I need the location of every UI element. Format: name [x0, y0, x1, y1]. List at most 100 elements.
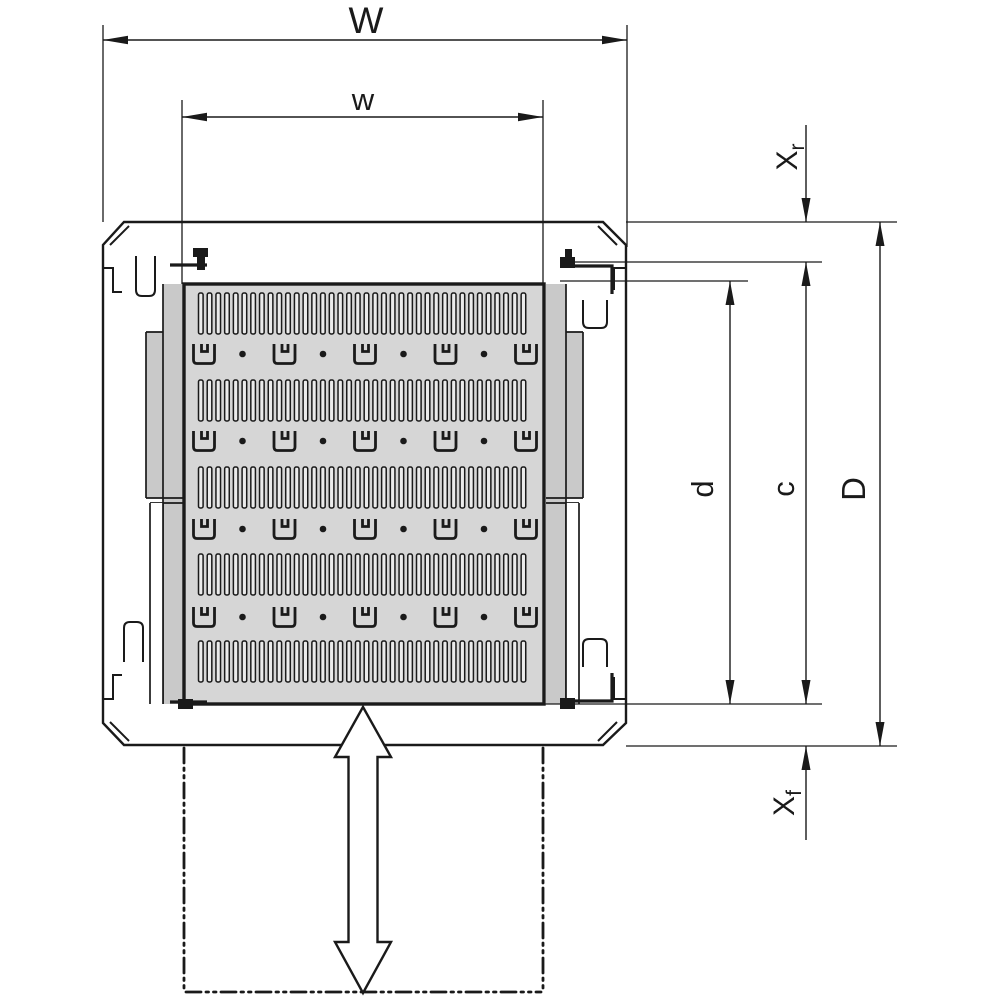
- corner-chamfer-line: [597, 225, 618, 246]
- ventilation-slot: [223, 466, 231, 509]
- ventilation-slot: [485, 640, 492, 683]
- mounting-hole: [319, 350, 327, 358]
- ventilation-slot: [267, 466, 274, 509]
- ventilation-slot: [337, 466, 344, 509]
- ventilation-slot: [337, 292, 344, 335]
- ventilation-slot: [328, 553, 335, 596]
- ventilation-slot: [197, 292, 204, 335]
- ventilation-slot: [302, 379, 309, 422]
- mounting-clip-cutout: [272, 607, 297, 628]
- corner-chamfer-line: [109, 721, 130, 742]
- mounting-hole: [319, 525, 327, 533]
- mounting-clip-cutout: [514, 519, 538, 540]
- ventilation-slot: [328, 292, 335, 335]
- ventilation-slot: [511, 553, 518, 596]
- mounting-clip-cutout: [353, 344, 377, 365]
- ventilation-slot: [424, 466, 431, 509]
- ventilation-slot: [441, 640, 449, 683]
- ventilation-slot: [485, 466, 492, 509]
- ventilation-slot: [197, 553, 204, 596]
- ventilation-slot: [520, 466, 527, 509]
- ventilation-slot: [407, 640, 414, 683]
- ventilation-slot: [372, 553, 379, 596]
- right-slide-rail: [546, 284, 584, 704]
- label-front-offset: Xf: [768, 790, 806, 816]
- mounting-hole: [480, 437, 488, 445]
- ventilation-slot: [232, 379, 239, 422]
- ventilation-slot: [311, 553, 318, 596]
- ventilation-slot: [380, 379, 387, 422]
- ventilation-slot: [223, 292, 231, 335]
- ventilation-slot: [511, 466, 518, 509]
- ventilation-slot: [407, 379, 414, 422]
- ventilation-slot: [250, 553, 257, 596]
- mounting-hole: [319, 613, 327, 621]
- ventilation-slot: [459, 553, 466, 596]
- dimension-inner-width-w: w: [181, 82, 544, 284]
- ventilation-slot: [380, 640, 387, 683]
- dimension-outer-width-W: W: [102, 0, 628, 247]
- ventilation-slot: [250, 466, 257, 509]
- mounting-hole: [239, 437, 246, 445]
- ventilation-slot: [476, 640, 483, 683]
- ventilation-slot: [250, 640, 257, 683]
- ventilation-slot: [494, 466, 501, 509]
- ventilation-slot: [502, 466, 510, 509]
- ventilation-slot: [494, 553, 501, 596]
- ventilation-slot: [511, 640, 518, 683]
- ventilation-slot: [415, 553, 422, 596]
- ventilation-slot: [250, 292, 257, 335]
- ventilation-slot: [293, 292, 300, 335]
- mounting-hole: [480, 613, 488, 621]
- ventilation-slot: [415, 292, 422, 335]
- ventilation-slot: [372, 379, 379, 422]
- ventilation-slot: [485, 292, 492, 335]
- ventilation-slot: [380, 553, 387, 596]
- ventilation-slot: [258, 292, 265, 335]
- ventilation-slot: [215, 640, 222, 683]
- ventilation-slot: [345, 466, 353, 509]
- ventilation-slot: [459, 292, 466, 335]
- mounting-hole: [400, 437, 407, 445]
- ventilation-slot: [424, 553, 431, 596]
- ventilation-slot: [494, 292, 501, 335]
- ventilation-slot: [354, 292, 361, 335]
- ventilation-slot: [389, 292, 396, 335]
- ventilation-slot: [302, 292, 309, 335]
- mounting-clip-cutout: [353, 607, 377, 628]
- mounting-clip-cutout: [514, 431, 538, 452]
- label-rear-offset: Xr: [771, 143, 809, 170]
- ventilation-slot: [433, 379, 440, 422]
- mounting-clip-cutout: [433, 431, 458, 452]
- ventilation-slot: [284, 640, 292, 683]
- corner-chamfer-line: [109, 225, 130, 246]
- ventilation-slot: [345, 553, 353, 596]
- ventilation-slot: [433, 466, 440, 509]
- mounting-hole: [480, 350, 488, 358]
- ventilation-slot: [389, 466, 396, 509]
- ventilation-slot: [354, 640, 361, 683]
- ventilation-slot: [345, 640, 353, 683]
- ventilation-slot: [258, 466, 265, 509]
- label-outer-depth: D: [835, 477, 872, 501]
- ventilation-slot: [250, 379, 257, 422]
- dimension-front-offset-Xf: Xf: [768, 746, 811, 840]
- label-inner-width: w: [351, 82, 375, 117]
- ventilation-slot: [354, 379, 361, 422]
- ventilation-slot: [258, 553, 265, 596]
- corner-bracket-top-right: [560, 249, 626, 329]
- mounting-hole: [400, 350, 407, 358]
- ventilation-slot: [520, 553, 527, 596]
- ventilation-slot: [433, 292, 440, 335]
- mounting-hole: [400, 613, 407, 621]
- ventilation-slot: [241, 466, 248, 509]
- mounting-clip-cutout: [192, 519, 216, 540]
- ventilation-slot: [441, 466, 449, 509]
- ventilation-slot: [241, 379, 248, 422]
- dimension-outer-depth-D: D: [835, 222, 885, 746]
- ventilation-slot: [276, 640, 283, 683]
- ventilation-slot: [206, 640, 213, 683]
- mounting-clip-cutout: [433, 344, 458, 365]
- ventilation-slot: [232, 466, 239, 509]
- ventilation-slot: [345, 379, 353, 422]
